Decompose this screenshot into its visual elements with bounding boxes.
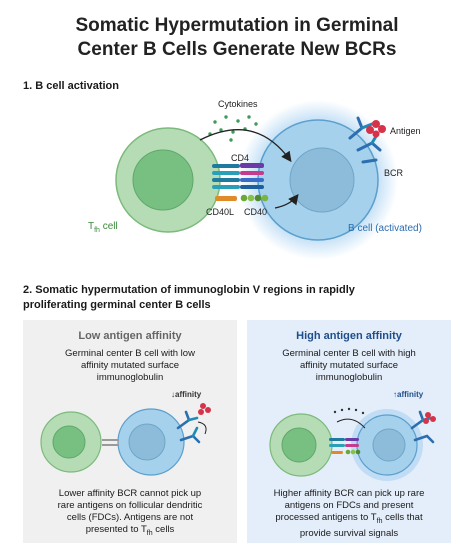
high-antigen-icon xyxy=(423,412,436,424)
b-cell-label: B cell (activated) xyxy=(348,223,422,234)
b-cell xyxy=(238,100,398,260)
cytokines-label: Cytokines xyxy=(218,99,258,109)
low-affinity-footnote: Lower affinity BCR cannot pick up rare a… xyxy=(57,488,203,537)
b-cell-activation-diagram xyxy=(115,100,398,260)
high-affinity-diagram xyxy=(269,407,436,481)
low-affinity-panel: Low antigen affinity Germinal center B c… xyxy=(23,320,237,543)
high-affinity-indicator: ↑affinity xyxy=(393,390,424,399)
low-affinity-title: Low antigen affinity xyxy=(78,330,182,342)
title-line-1: Somatic Hypermutation in Germinal xyxy=(75,15,399,36)
antigen-icon xyxy=(366,120,386,138)
low-antigen-icon xyxy=(198,403,211,415)
section-2-heading-line-1: 2. Somatic hypermutation of immunoglobin… xyxy=(23,284,355,296)
bcr-receptors xyxy=(348,116,382,164)
title-line-2: Center B Cells Generate New BCRs xyxy=(77,39,397,60)
low-affinity-indicator: ↓affinity xyxy=(171,390,202,399)
tfh-cell xyxy=(115,127,221,233)
tfh-cell-nucleus xyxy=(132,149,194,211)
section-1-heading: 1. B cell activation xyxy=(23,80,119,92)
cd40l-label: CD40L xyxy=(206,207,235,217)
section-2-heading-line-2: proliferating germinal center B cells xyxy=(23,299,211,311)
cd40-label: CD40 xyxy=(244,207,268,217)
cd40-signal-arrow xyxy=(274,193,299,209)
high-affinity-panel: High antigen affinity Germinal center B … xyxy=(247,320,451,543)
tfh-cell-label: Tfh cell xyxy=(88,221,118,234)
high-affinity-footnote: Higher affinity BCR can pick up rare ant… xyxy=(273,488,425,539)
bcr-label: BCR xyxy=(384,168,404,178)
cytokine-arrow xyxy=(199,129,292,163)
page-title: Somatic Hypermutation in Germinal Center… xyxy=(0,14,474,62)
low-affinity-diagram xyxy=(40,403,211,476)
cd4-label: CD4 xyxy=(231,153,250,163)
cd40l-cd40-receptor xyxy=(215,194,269,202)
high-affinity-title: High antigen affinity xyxy=(296,330,402,342)
antigen-label: Antigen xyxy=(390,126,421,136)
b-cell-nucleus xyxy=(289,147,355,213)
cd4-receptor-group xyxy=(212,163,264,189)
section-2-heading: 2. Somatic hypermutation of immunoglobin… xyxy=(23,283,355,313)
